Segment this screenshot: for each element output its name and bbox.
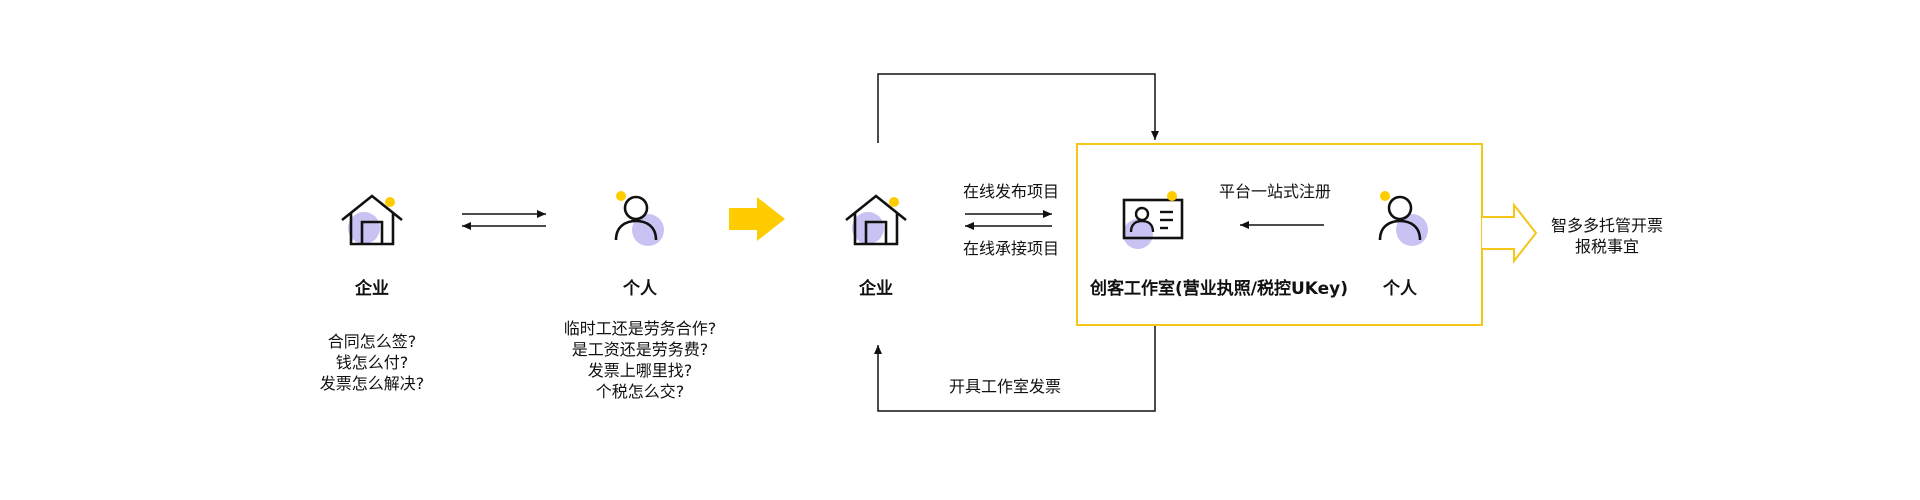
person-icon: [1378, 191, 1428, 246]
node-label-enterprise-left: 企业: [355, 279, 389, 299]
question-line: 钱怎么付?: [335, 353, 409, 372]
individual-questions: 临时工还是劳务合作? 是工资还是劳务费? 发票上哪里找? 个税怎么交?: [564, 318, 717, 402]
house-icon: [845, 194, 907, 246]
question-line: 临时工还是劳务合作?: [563, 319, 717, 338]
loop-bottom: [874, 326, 1156, 412]
question-line: 发票上哪里找?: [587, 361, 693, 380]
question-line: 发票怎么解决?: [319, 374, 425, 393]
edge-label-register: 平台一站式注册: [1218, 182, 1332, 201]
edge-label-invoice: 开具工作室发票: [948, 377, 1062, 396]
question-line: 合同怎么签?: [327, 332, 417, 351]
loop-top: [877, 73, 1159, 143]
node-label-individual-right: 个人: [1383, 279, 1417, 299]
yellow-arrow-icon: [729, 197, 785, 241]
node-label-enterprise-right: 企业: [859, 279, 893, 299]
question-line: 个税怎么交?: [595, 382, 685, 401]
person-icon: [614, 191, 664, 246]
id-card-icon: [1122, 191, 1184, 249]
enterprise-questions: 合同怎么签? 钱怎么付? 发票怎么解决?: [320, 331, 425, 394]
service-arrow-icon: [1482, 202, 1538, 264]
service-description: 智多多托管开票 报税事宜: [1551, 215, 1663, 257]
service-line: 智多多托管开票: [1550, 216, 1664, 235]
question-line: 是工资还是劳务费?: [571, 340, 709, 359]
node-label-studio: 创客工作室(营业执照/税控UKey): [1089, 279, 1349, 299]
service-line: 报税事宜: [1574, 237, 1640, 256]
node-label-individual-left: 个人: [623, 279, 657, 299]
edge-label-undertake: 在线承接项目: [962, 239, 1060, 258]
edge-label-publish: 在线发布项目: [962, 182, 1060, 201]
house-icon: [341, 194, 403, 246]
